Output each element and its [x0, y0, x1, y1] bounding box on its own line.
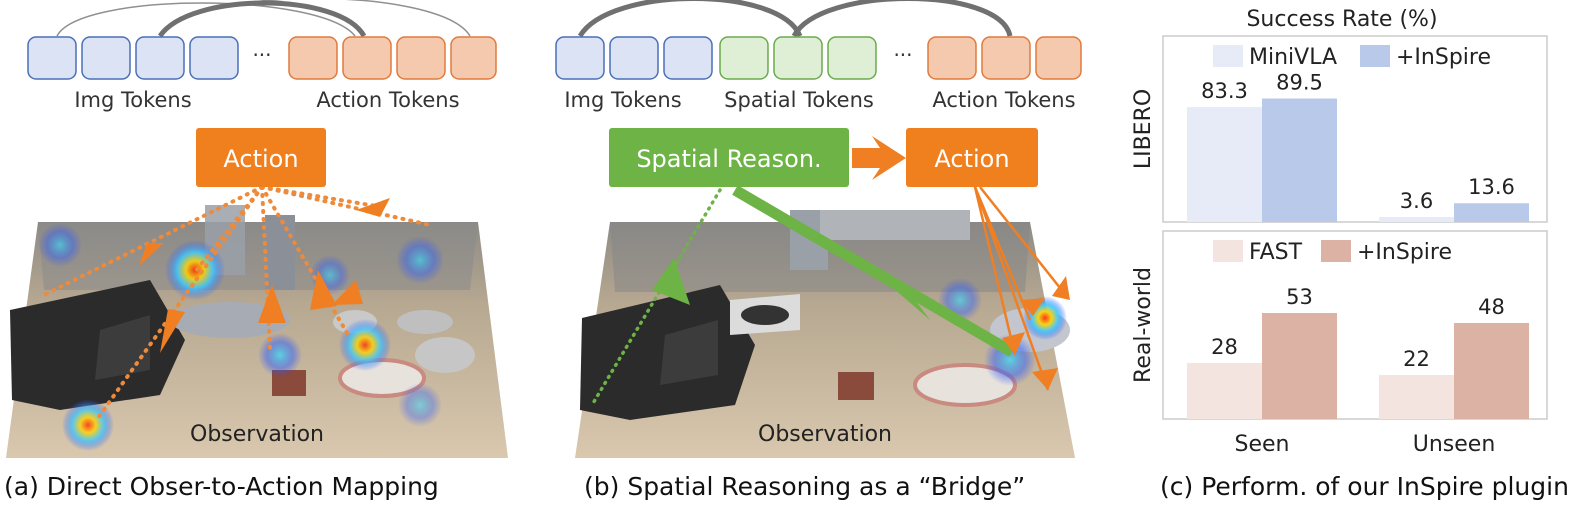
action-lines-b — [973, 186, 1069, 391]
bar-1-1-0 — [1262, 313, 1337, 419]
img-tokens-a — [27, 36, 239, 80]
legend-swatch-0-0 — [1213, 45, 1243, 67]
img-tokens-b — [555, 36, 713, 80]
legend-label-1-1: +InSpire — [1357, 240, 1452, 265]
bar-label-1-1-0: 53 — [1286, 285, 1313, 309]
bar-0-0-0 — [1187, 107, 1262, 222]
action-tokens-b — [927, 36, 1082, 80]
action-tokens-a — [288, 36, 497, 80]
panel-c-chart: Success Rate (%) (c) Perform. of our InS… — [1131, 7, 1569, 501]
x-tick-label-1: Unseen — [1413, 432, 1496, 457]
bar-1-1-1 — [1454, 323, 1529, 419]
panel-b: ··· Img Tokens Spatial Tokens Action Tok… — [555, 0, 1082, 501]
action-tokens-label-a: Action Tokens — [316, 88, 459, 112]
legend-label-1-0: FAST — [1249, 240, 1303, 265]
legend-swatch-0-1 — [1360, 45, 1390, 67]
bar-label-1-1-1: 48 — [1478, 295, 1505, 319]
caption-a: (a) Direct Obser-to-Action Mapping — [4, 472, 439, 501]
attention-arrowheads-a — [139, 198, 390, 353]
ellipsis-b: ··· — [893, 43, 912, 67]
subplot-ylabel-1: Real-world — [1131, 267, 1156, 383]
legend-swatch-1-0 — [1213, 240, 1243, 262]
action-arrowheads-b — [1002, 276, 1070, 390]
bar-label-0-0-0: 83.3 — [1201, 79, 1248, 103]
observation-label-b: Observation — [758, 422, 892, 447]
legend-label-0-0: MiniVLA — [1249, 45, 1337, 70]
bar-label-0-0-1: 3.6 — [1400, 189, 1433, 213]
spatial-dotted-arrowhead-b — [652, 258, 690, 305]
bar-label-1-0-1: 22 — [1403, 347, 1430, 371]
observation-image-a — [6, 205, 508, 458]
bar-0-1-0 — [1262, 98, 1337, 222]
observation-image-b — [575, 210, 1075, 458]
attention-lines-a — [38, 185, 432, 420]
bar-1-0-1 — [1379, 375, 1454, 419]
action-box-label-a: Action — [223, 145, 298, 173]
action-box-a — [196, 128, 326, 187]
bar-label-1-0-0: 28 — [1211, 335, 1238, 359]
caption-c: (c) Perform. of our InSpire plugin — [1160, 472, 1569, 501]
ellipsis-a: ··· — [252, 43, 271, 67]
spatial-solid-arrowhead-b — [870, 268, 930, 320]
spatial-reason-box-b — [609, 128, 849, 187]
spatial-tokens-b — [719, 36, 877, 80]
attention-arcs-b — [577, 0, 1013, 38]
subplot-ylabel-0: LIBERO — [1131, 89, 1156, 169]
spatial-dotted-line-b — [590, 188, 722, 407]
action-tokens-label-b: Action Tokens — [932, 88, 1075, 112]
caption-b: (b) Spatial Reasoning as a “Bridge” — [584, 472, 1025, 501]
img-tokens-label-a: Img Tokens — [74, 88, 191, 112]
panel-a: ··· Img Tokens Action Tokens — [4, 0, 508, 501]
bridge-arrow-b — [852, 136, 906, 180]
spatial-reason-label-b: Spatial Reason. — [636, 145, 821, 173]
bar-label-0-1-1: 13.6 — [1468, 175, 1515, 199]
spatial-tokens-label-b: Spatial Tokens — [724, 88, 874, 112]
action-box-b — [906, 128, 1038, 187]
chart-title: Success Rate (%) — [1246, 7, 1437, 32]
img-tokens-label-b: Img Tokens — [564, 88, 681, 112]
subplot-frame-1 — [1162, 230, 1548, 420]
subplot-frame-0 — [1162, 35, 1548, 223]
observation-label-a: Observation — [190, 422, 324, 447]
bar-label-0-1-0: 89.5 — [1276, 70, 1323, 94]
bar-0-1-1 — [1454, 203, 1529, 222]
bar-0-0-1 — [1379, 217, 1454, 222]
x-tick-label-0: Seen — [1235, 432, 1290, 457]
legend-label-0-1: +InSpire — [1396, 45, 1491, 70]
legend-swatch-1-1 — [1321, 240, 1351, 262]
bar-1-0-0 — [1187, 363, 1262, 419]
action-box-label-b: Action — [934, 145, 1009, 173]
attention-arcs-a — [56, 0, 471, 38]
